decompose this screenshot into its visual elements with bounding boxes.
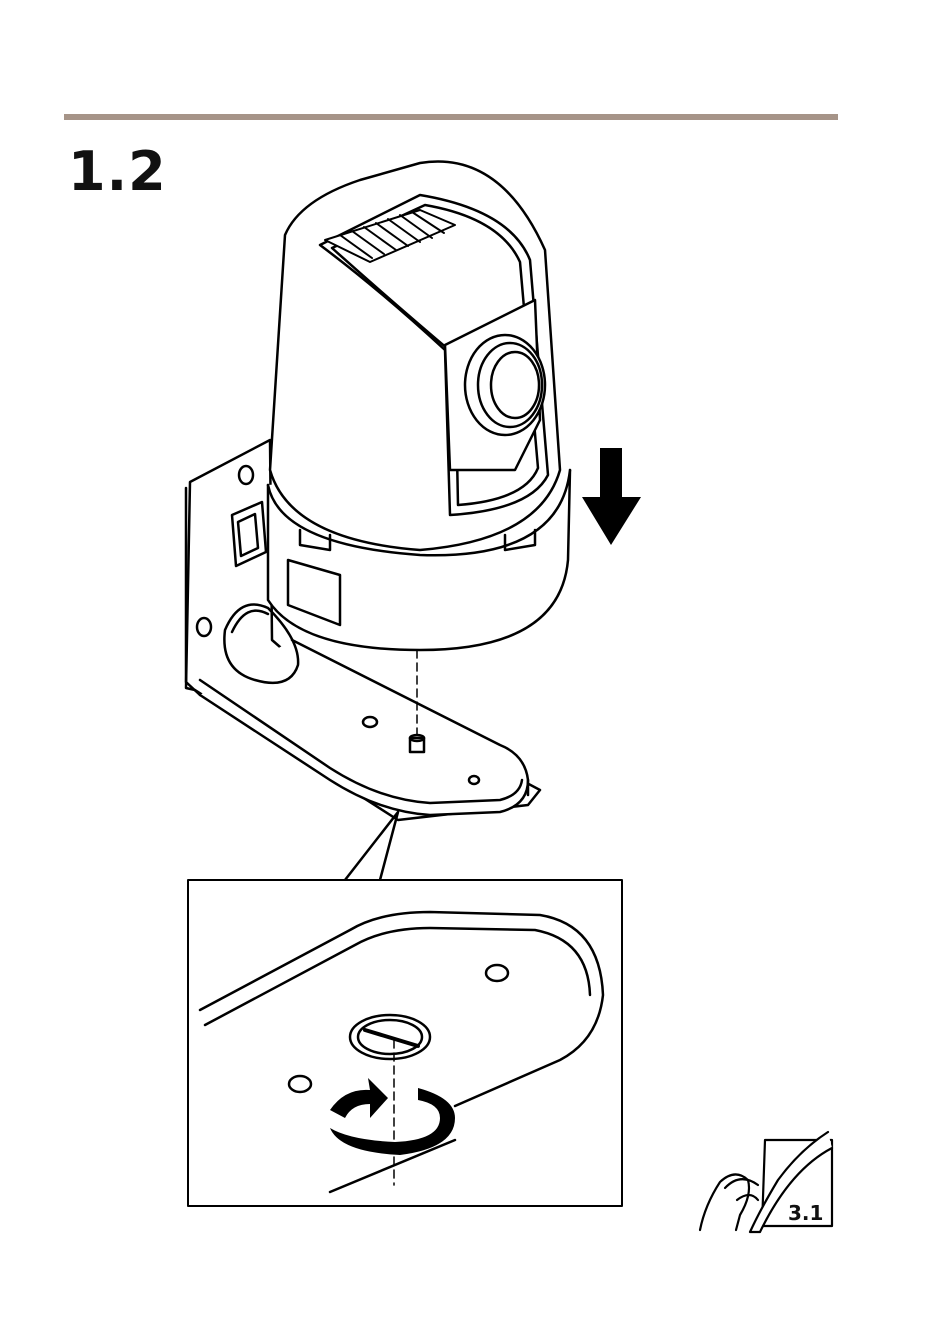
down-arrow-icon <box>582 448 641 545</box>
detail-inset <box>188 880 622 1206</box>
page-reference: 3.1 <box>788 1201 823 1225</box>
camera-icon <box>268 162 570 650</box>
